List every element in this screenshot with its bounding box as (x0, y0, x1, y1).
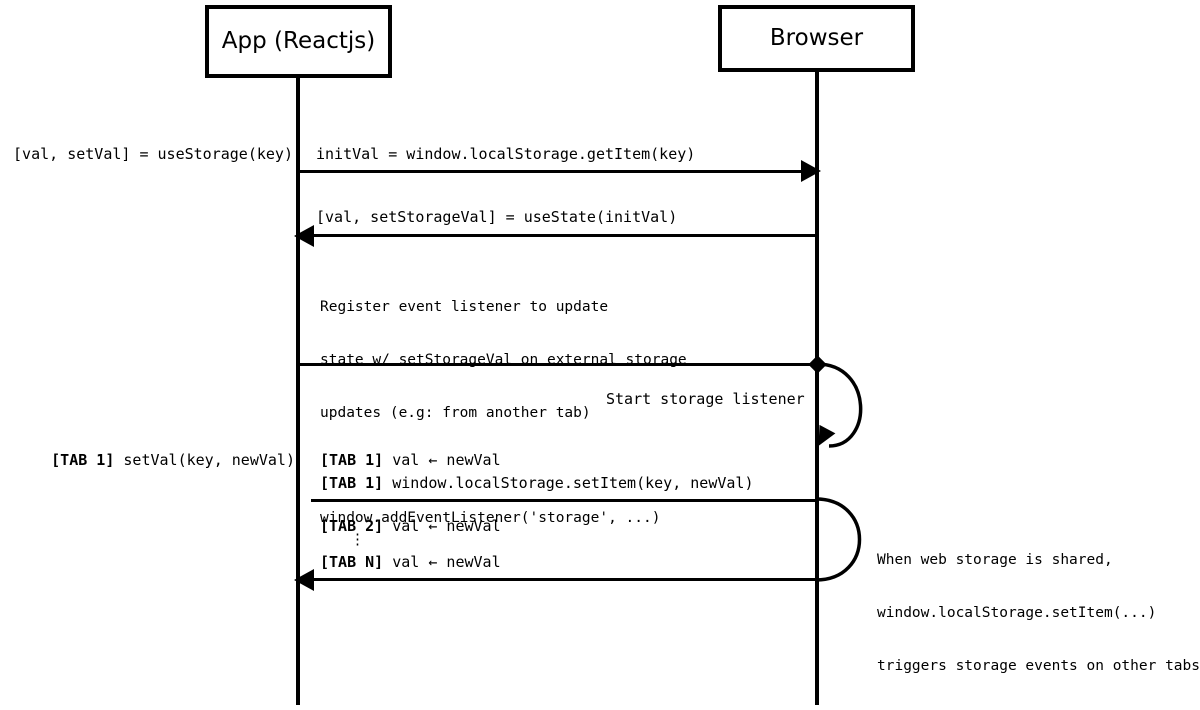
message-5-tab-tag-2: [TAB 1] (320, 474, 384, 492)
message-2-line (312, 234, 817, 237)
message-5-tab-tag-1: [TAB 1] (320, 451, 384, 469)
message-2-label: [val, setStorageVal] = useState(initVal) (316, 208, 678, 226)
message-4-line (298, 363, 817, 366)
note-register-listener-line-2: state w/ setStorageVal on external stora… (320, 351, 687, 368)
message-6-arrowhead (294, 569, 314, 591)
lifeline-browser (815, 72, 819, 705)
side-note-line-3: triggers storage events on other tabs (877, 657, 1200, 674)
message-6-tab-tag-2: [TAB 2] (320, 517, 384, 535)
note-register-listener-line-1: Register event listener to update (320, 299, 609, 316)
message-5-left-tab-tag: [TAB 1] (51, 451, 115, 469)
note-register-listener-line-3: updates (e.g: from another tab) (320, 404, 591, 421)
side-note-storage-events: When web storage is shared, window.local… (877, 517, 1200, 710)
participant-label-browser: Browser (769, 25, 864, 51)
message-6-rest-1: val ← newVal (383, 517, 501, 535)
message-5-rest-1: val ← newVal (383, 451, 501, 469)
side-note-line-1: When web storage is shared, (877, 552, 1113, 569)
message-1-label: initVal = window.localStorage.getItem(ke… (316, 145, 696, 163)
message-1-line (298, 170, 802, 173)
message-5-left-label: [TAB 1] setVal(key, newVal) (0, 451, 295, 470)
message-5-line (311, 499, 817, 502)
message-4-label: Start storage listener (606, 390, 805, 408)
message-6-rest-2: val ← newVal (383, 553, 501, 571)
message-5-label-line-2: [TAB 1] window.localStorage.setItem(key,… (320, 474, 754, 493)
side-note-line-2: window.localStorage.setItem(...) (877, 604, 1157, 621)
message-6-self-loop-curve (815, 497, 862, 582)
lifeline-app (296, 78, 300, 705)
participant-box-browser: Browser (718, 5, 915, 72)
message-1-arrowhead (801, 160, 821, 182)
message-6-label-line-1: [TAB 2] val ← newVal (320, 517, 501, 536)
message-6-tab-tag-n: [TAB N] (320, 553, 384, 571)
note-register-listener-line-4: window.addEventListener('storage', ...) (320, 509, 661, 526)
message-2-arrowhead (294, 225, 314, 247)
participant-label-app: App (Reactjs) (221, 28, 376, 54)
message-1-left-label: [val, setVal] = useStorage(key) (13, 145, 293, 163)
message-6-vertical-ellipsis: ⋮ (350, 530, 365, 548)
message-4-self-loop-curve (816, 362, 863, 448)
message-5-left-rest: setVal(key, newVal) (114, 451, 295, 469)
message-6-line (312, 578, 817, 581)
message-6-label-line-2: [TAB N] val ← newVal (320, 553, 501, 572)
message-5-label-line-1: [TAB 1] val ← newVal (320, 451, 501, 470)
message-5-rest-2: window.localStorage.setItem(key, newVal) (383, 474, 754, 492)
participant-box-app: App (Reactjs) (205, 5, 392, 78)
